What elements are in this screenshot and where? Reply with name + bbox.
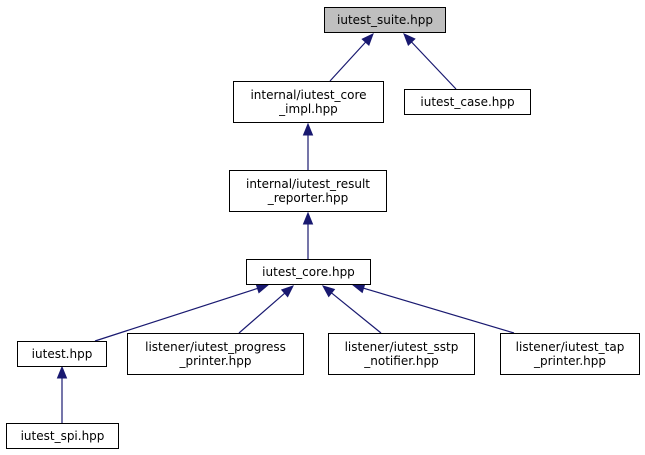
node-label-line: _notifier.hpp <box>363 354 438 368</box>
node-label-line: _reporter.hpp <box>267 191 349 205</box>
node-iutest[interactable]: iutest.hpp <box>17 341 107 367</box>
node-box <box>328 333 475 375</box>
node-label-line: _impl.hpp <box>278 102 338 116</box>
node-box <box>6 423 119 449</box>
edge-arrowhead <box>280 285 294 298</box>
edge-line <box>363 287 515 334</box>
node-tap-printer[interactable]: listener/iutest_tap_printer.hpp <box>500 333 640 375</box>
node-box <box>500 333 640 375</box>
edge-result_reporter-to-core_impl <box>302 122 314 170</box>
node-label-line: listener/iutest_progress <box>145 340 286 354</box>
edge-sstp_notifier-to-iutest_core <box>321 285 382 334</box>
node-label-line: _printer.hpp <box>533 354 606 368</box>
edge-iutest_case-to-iutest_suite <box>403 33 457 90</box>
edge-progress_printer-to-iutest_core <box>238 285 294 334</box>
edge-line <box>329 41 367 82</box>
node-label-line: _printer.hpp <box>178 354 251 368</box>
node-label-line: iutest_spi.hpp <box>21 429 105 443</box>
node-label-line: iutest.hpp <box>32 347 93 361</box>
edge-tap_printer-to-iutest_core <box>351 283 515 334</box>
edge-arrowhead <box>361 33 374 47</box>
edge-arrowhead <box>351 283 366 294</box>
edge-line <box>411 41 457 90</box>
edge-arrowhead <box>321 285 336 298</box>
node-iutest-case[interactable]: iutest_case.hpp <box>404 89 531 115</box>
edge-line <box>238 292 286 334</box>
edge-arrowhead <box>302 211 314 225</box>
node-label-line: iutest_core.hpp <box>262 265 355 279</box>
node-box <box>246 259 371 285</box>
node-box <box>17 341 107 367</box>
edge-arrowhead <box>403 33 416 46</box>
node-box <box>404 89 531 115</box>
node-result-reporter[interactable]: internal/iutest_result_reporter.hpp <box>229 170 387 212</box>
node-label-line: internal/iutest_core <box>250 88 366 102</box>
edge-iutest_spi-to-iutest <box>56 365 68 423</box>
node-core-impl[interactable]: internal/iutest_core_impl.hpp <box>233 81 384 123</box>
node-iutest-spi[interactable]: iutest_spi.hpp <box>6 423 119 449</box>
node-label-line: listener/iutest_tap <box>516 340 625 354</box>
node-label-line: iutest_suite.hpp <box>337 13 433 27</box>
edge-line <box>94 287 258 342</box>
node-iutest-suite: iutest_suite.hpp <box>324 7 446 33</box>
node-box <box>229 170 387 212</box>
edge-arrowhead <box>255 283 270 294</box>
node-iutest-core[interactable]: iutest_core.hpp <box>246 259 371 285</box>
node-label-line: listener/iutest_sstp <box>345 340 459 354</box>
edge-iutest-to-iutest_core <box>94 283 270 342</box>
node-box <box>233 81 384 123</box>
node-progress-printer[interactable]: listener/iutest_progress_printer.hpp <box>127 333 304 375</box>
node-box <box>324 7 446 33</box>
node-label-line: iutest_case.hpp <box>420 95 514 109</box>
edge-iutest_core-to-result_reporter <box>302 211 314 259</box>
node-label-line: internal/iutest_result <box>246 177 370 191</box>
nodes-layer: iutest_suite.hpp internal/iutest_core_imp… <box>6 7 640 449</box>
node-box <box>127 333 304 375</box>
edge-arrowhead <box>302 122 314 136</box>
edge-core_impl-to-iutest_suite <box>329 33 374 82</box>
edge-line <box>331 292 382 334</box>
edge-arrowhead <box>56 365 68 379</box>
node-sstp-notifier[interactable]: listener/iutest_sstp_notifier.hpp <box>328 333 475 375</box>
